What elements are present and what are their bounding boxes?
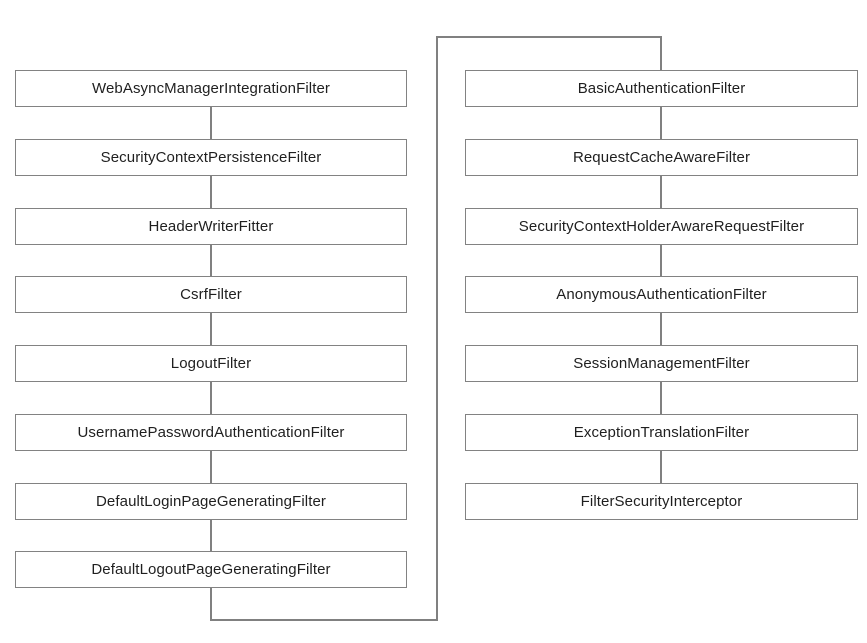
filter-box-filter-security-interceptor: FilterSecurityInterceptor	[465, 483, 858, 520]
filter-box-default-login-page-generating: DefaultLoginPageGeneratingFilter	[15, 483, 407, 520]
filter-box-security-context-holder-aware-request: SecurityContextHolderAwareRequestFilter	[465, 208, 858, 245]
filter-box-security-context-persistence: SecurityContextPersistenceFilter	[15, 139, 407, 176]
filter-box-session-management: SessionManagementFilter	[465, 345, 858, 382]
filter-box-anonymous-authentication: AnonymousAuthenticationFilter	[465, 276, 858, 313]
filter-box-username-password-authentication: UsernamePasswordAuthenticationFilter	[15, 414, 407, 451]
filter-box-default-logout-page-generating: DefaultLogoutPageGeneratingFilter	[15, 551, 407, 588]
filter-box-exception-translation: ExceptionTranslationFilter	[465, 414, 858, 451]
filter-box-basic-authentication: BasicAuthenticationFilter	[465, 70, 858, 107]
filter-box-web-async-manager-integration: WebAsyncManagerIntegrationFilter	[15, 70, 407, 107]
filter-box-logout: LogoutFilter	[15, 345, 407, 382]
filter-box-header-writer: HeaderWriterFitter	[15, 208, 407, 245]
column-wrap-connector	[210, 36, 662, 621]
filter-box-request-cache-aware: RequestCacheAwareFilter	[465, 139, 858, 176]
filter-box-csrf: CsrfFilter	[15, 276, 407, 313]
